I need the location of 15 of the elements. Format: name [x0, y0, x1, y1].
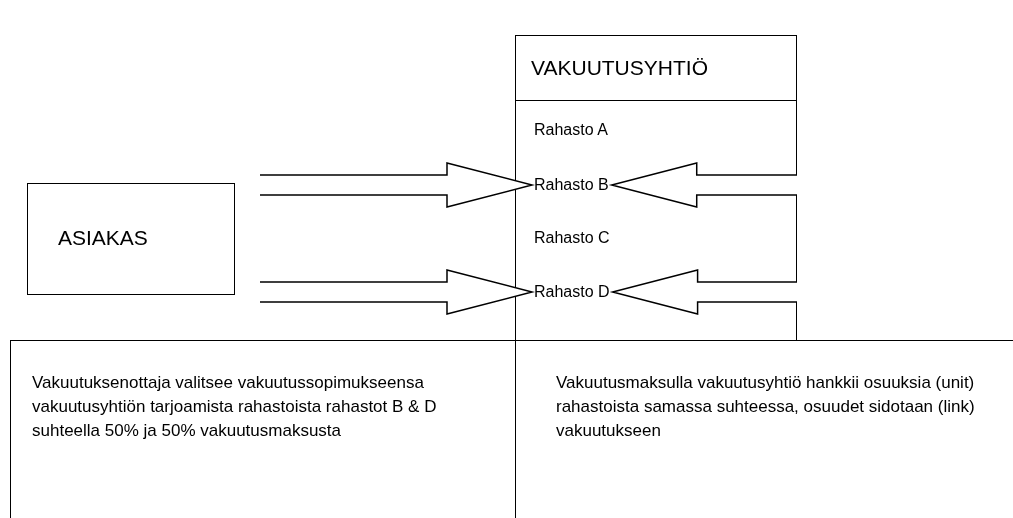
note-text: Vakuutuksenottaja valitsee vakuutussopimukseensa vakuutusyhtiön tarjoamista rahastoista rahastot B & D suhteella 50% ja 50% vakuutusmaksusta: [32, 372, 438, 442]
block-arrow: [609, 269, 798, 315]
note-box: [10, 340, 516, 518]
box-label: ASIAKAS: [58, 226, 148, 250]
fund-label: Rahasto D: [534, 283, 610, 301]
fund-label: Rahasto C: [534, 229, 610, 247]
block-arrow: [608, 162, 798, 208]
company-box: [515, 35, 797, 340]
block-arrow: [259, 269, 535, 315]
box-title: VAKUUTUSYHTIÖ: [531, 56, 708, 80]
customer-box: [27, 183, 235, 295]
block-arrow: [259, 162, 535, 208]
fund-label: Rahasto B: [534, 176, 609, 194]
note-text: Vakuutusmaksulla vakuutusyhtiö hankkii osuuksia (unit) rahastoista samassa suhteessa, osuudet sidotaan (link) vakuutukseen: [556, 372, 976, 442]
fund-label: Rahasto A: [534, 121, 608, 139]
